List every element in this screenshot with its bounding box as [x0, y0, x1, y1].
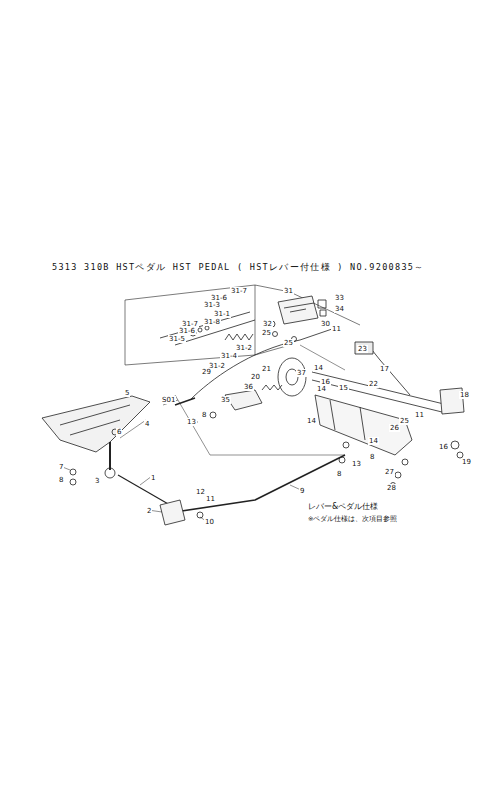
callout-number: 36: [243, 383, 254, 391]
callout-number: 8: [369, 453, 375, 461]
callout-number: 26: [389, 424, 400, 432]
callout-number: 13: [186, 418, 197, 426]
callout-number: 14: [368, 437, 379, 445]
callout-number: 31-5: [168, 335, 186, 343]
callout-number: 33: [334, 294, 345, 302]
callout-number: 11: [414, 411, 425, 419]
callout-number: 4: [144, 420, 150, 428]
callout-number: 28: [386, 484, 397, 492]
callout-number: 11: [331, 325, 342, 333]
callout-number: 2: [146, 507, 152, 515]
callout-number: 21: [261, 365, 272, 373]
callout-number: S01: [161, 396, 176, 404]
callout-number: 25: [261, 329, 272, 337]
callout-number: 8: [336, 470, 342, 478]
callout-number: 9: [299, 487, 305, 495]
note: レバー&ペダル仕様: [307, 502, 379, 512]
callout-number: 8: [58, 476, 64, 484]
callout-number: 25: [399, 417, 410, 425]
callout-number: 31-6: [178, 327, 196, 335]
callout-number: 16: [438, 443, 449, 451]
callout-number: 30: [320, 320, 331, 328]
callout-number: 11: [205, 495, 216, 503]
callout-number: 18: [459, 391, 470, 399]
callout-number: 37: [296, 369, 307, 377]
title: 5313 310B HSTペダル HST PEDAL ( HSTレバー付仕様 )…: [52, 262, 425, 274]
callout-number: 31-2: [235, 344, 253, 352]
callout-number: 1: [150, 474, 156, 482]
callout-number: 20: [250, 373, 261, 381]
note: ※ペダル仕様は、次項目参照: [307, 514, 398, 524]
callout-number: 25: [283, 339, 294, 347]
callout-number: 14: [316, 385, 327, 393]
callout-number: 5: [124, 389, 130, 397]
callout-number: 35: [220, 396, 231, 404]
callout-number: 29: [201, 368, 212, 376]
callout-number: 31-4: [220, 352, 238, 360]
callout-number: 31-3: [203, 301, 221, 309]
callout-number: 34: [334, 305, 345, 313]
callout-number: 31-1: [213, 310, 231, 318]
callout-number: 31-8: [203, 318, 221, 326]
callout-number: 15: [338, 384, 349, 392]
callout-number: 31: [283, 287, 294, 295]
callout-number: 17: [379, 365, 390, 373]
callout-number: 6: [116, 428, 122, 436]
callout-number: 8: [201, 411, 207, 419]
callout-number: 14: [306, 417, 317, 425]
callout-number: 14: [313, 364, 324, 372]
callout-number: 23: [357, 345, 368, 353]
callout-number: 7: [58, 463, 64, 471]
callout-number: 3: [94, 477, 100, 485]
callout-number: 13: [351, 460, 362, 468]
callout-number: 10: [204, 518, 215, 526]
callout-number: 31-7: [230, 287, 248, 295]
callout-number: 27: [384, 468, 395, 476]
callout-number: 32: [262, 320, 273, 328]
callout-number: 19: [461, 458, 472, 466]
callout-number: 22: [368, 380, 379, 388]
